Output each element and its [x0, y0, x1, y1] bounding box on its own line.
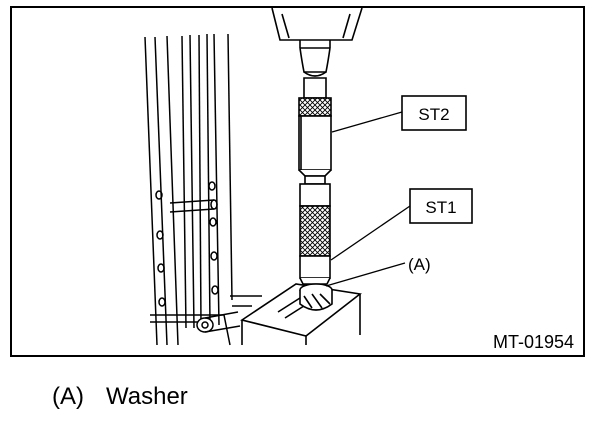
callout-a: (A)	[408, 255, 431, 274]
svg-text:ST2: ST2	[418, 105, 449, 124]
press-ram	[271, 7, 363, 77]
legend: (A) Washer	[52, 383, 188, 411]
figure-frame	[10, 6, 585, 357]
tool-shaft	[298, 77, 333, 311]
press-frame	[144, 33, 262, 346]
leader-lines	[325, 111, 411, 287]
legend-key: (A)	[52, 383, 84, 410]
legend-description: Washer	[106, 383, 188, 410]
callout-st1: ST1	[409, 188, 473, 224]
callout-st2: ST2	[401, 95, 467, 131]
svg-text:ST1: ST1	[425, 198, 456, 217]
figure-id: MT-01954	[493, 332, 574, 352]
